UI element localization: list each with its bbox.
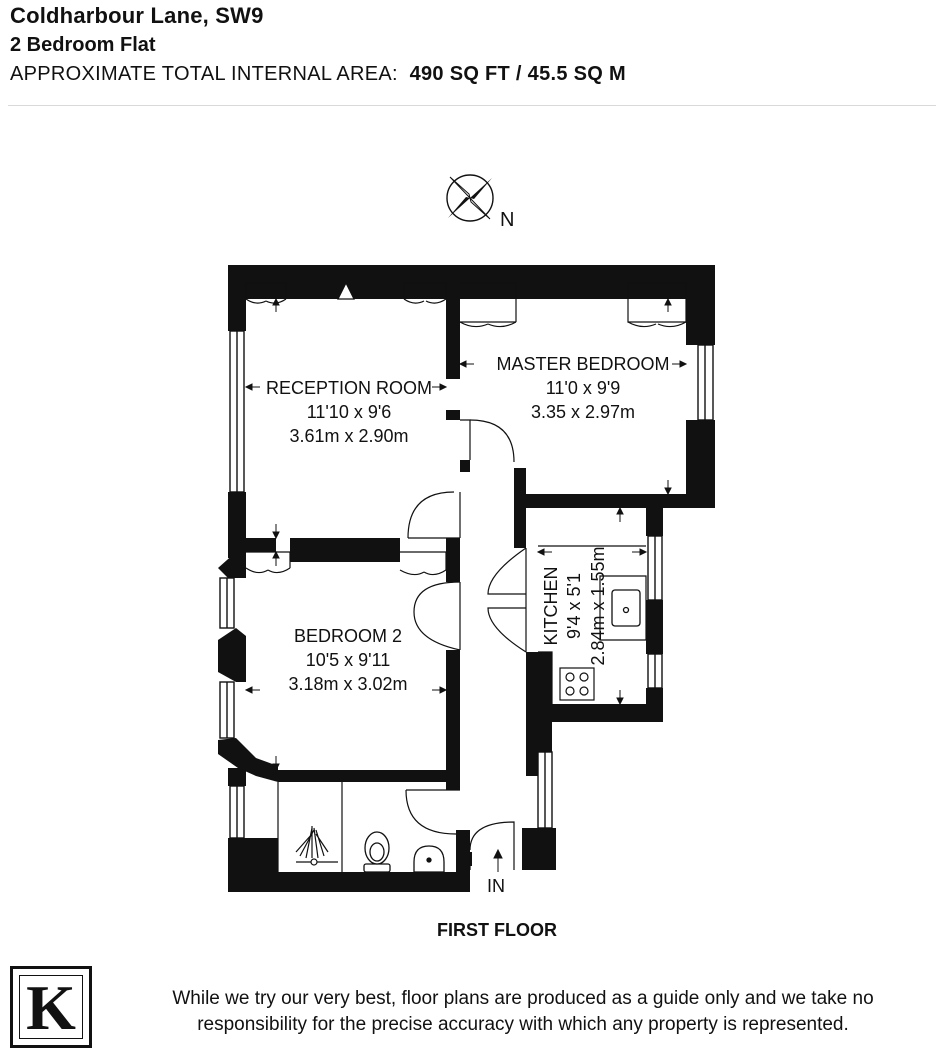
bedroom-2-imperial: 10'5 x 9'11	[306, 650, 391, 670]
master-bedroom-metric: 3.35 x 2.97m	[531, 402, 635, 422]
bedroom-2-metric: 3.18m x 3.02m	[288, 674, 407, 694]
entrance-label: IN	[487, 876, 505, 896]
header-divider	[8, 105, 936, 106]
reception-room-name: RECEPTION ROOM	[266, 378, 432, 398]
room-labels: RECEPTION ROOM 11'10 x 9'6 3.61m x 2.90m…	[266, 354, 670, 694]
disclaimer: While we try our very best, floor plans …	[108, 986, 938, 1038]
interior-lines	[245, 281, 687, 872]
total-area-value: 490 SQ FT / 45.5 SQ M	[409, 63, 626, 85]
logo-letter: K	[26, 972, 76, 1043]
reception-room-imperial: 11'10 x 9'6	[307, 402, 392, 422]
agency-logo: K	[10, 966, 92, 1048]
master-bedroom-name: MASTER BEDROOM	[496, 354, 669, 374]
kitchen-labels: KITCHEN 9'4 x 5'1 2.84m x 1.55m	[541, 546, 608, 665]
reception-room-metric: 3.61m x 2.90m	[289, 426, 408, 446]
basin-icon	[413, 845, 445, 873]
total-area: APPROXIMATE TOTAL INTERNAL AREA: 490 SQ …	[10, 60, 626, 88]
kitchen-imperial: 9'4 x 5'1	[564, 573, 584, 639]
compass-icon	[446, 174, 494, 222]
walls	[218, 265, 715, 892]
windows	[219, 330, 714, 839]
logo-inner-frame: K	[19, 972, 83, 1043]
dimension-arrows	[244, 297, 688, 872]
kitchen-name: KITCHEN	[541, 566, 561, 645]
floor-label: FIRST FLOOR	[437, 920, 557, 940]
compass-north-label: N	[500, 209, 514, 231]
property-address: Coldharbour Lane, SW9	[10, 3, 264, 28]
hob-icon	[559, 667, 595, 701]
kitchen-sink-icon	[611, 589, 641, 627]
disclaimer-line-2: responsibility for the precise accuracy …	[197, 1014, 849, 1035]
master-bedroom-imperial: 11'0 x 9'9	[546, 378, 621, 398]
property-type: 2 Bedroom Flat	[10, 34, 156, 56]
shower-icon	[295, 826, 338, 866]
toilet-icon	[363, 831, 391, 873]
floor-plan: N	[218, 174, 715, 940]
bedroom-2-name: BEDROOM 2	[294, 626, 402, 646]
disclaimer-line-1: While we try our very best, floor plans …	[172, 988, 874, 1009]
kitchen-metric: 2.84m x 1.55m	[588, 546, 608, 665]
total-area-label: APPROXIMATE TOTAL INTERNAL AREA:	[10, 63, 398, 85]
header: Coldharbour Lane, SW9 2 Bedroom Flat APP…	[10, 2, 626, 88]
